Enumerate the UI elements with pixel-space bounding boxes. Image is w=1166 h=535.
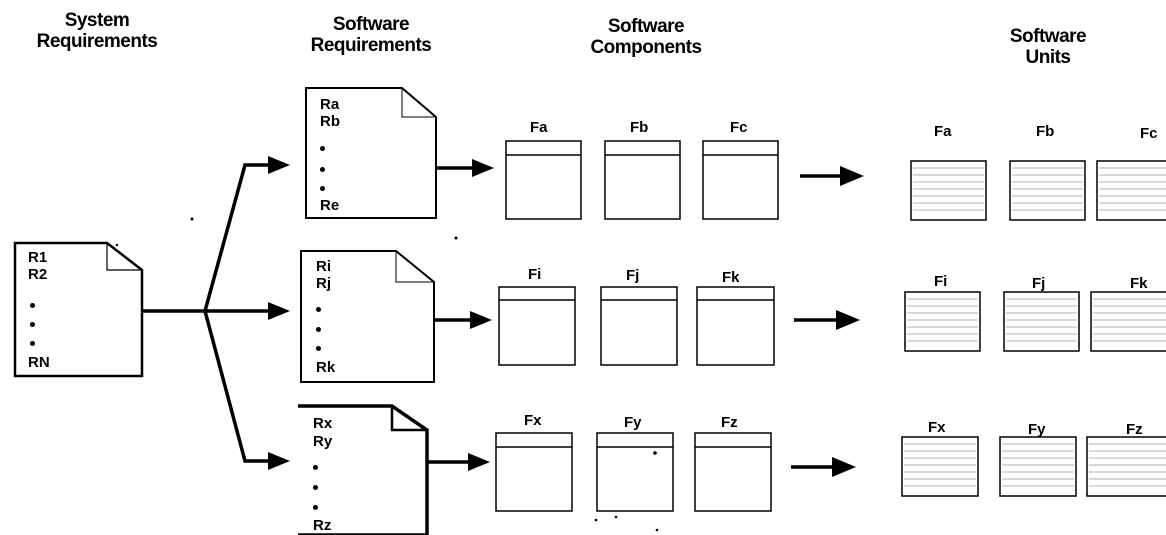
header-software-units: Software Units <box>978 26 1118 68</box>
ellipsis-dot <box>313 465 318 470</box>
scan-speckles <box>115 217 659 532</box>
header-line-2: Requirements <box>36 31 158 52</box>
ellipsis-dot <box>30 341 35 346</box>
software-req-last: Rz <box>313 517 332 534</box>
software-req-second: Ry <box>313 433 333 450</box>
software-req-first: Ra <box>320 96 340 113</box>
arrowhead-middle <box>268 302 290 320</box>
unit-label: Fb <box>1036 123 1055 140</box>
component-label: Fk <box>722 269 740 286</box>
system-requirements-document <box>13 241 144 378</box>
component-label: Fy <box>624 414 642 431</box>
ellipsis-dot <box>320 146 325 151</box>
component-label: Fi <box>528 266 542 283</box>
system-req-first: R1 <box>28 249 48 266</box>
unit-label: Fy <box>1028 421 1046 438</box>
system-req-last: RN <box>28 354 50 371</box>
arrowhead-bottom <box>268 452 290 470</box>
component-label: Fc <box>730 119 748 136</box>
system-doc-fold <box>106 243 142 271</box>
component-boxes <box>495 140 779 512</box>
header-line-1: Software <box>332 14 410 35</box>
header-line-1: Software <box>1009 26 1087 47</box>
ellipsis-dot <box>313 485 318 490</box>
unit-label: Fx <box>928 419 946 436</box>
ellipsis-dot <box>320 167 325 172</box>
header-line-2: Components <box>590 37 702 58</box>
software-req-first: Ri <box>316 258 331 275</box>
software-req-last: Rk <box>316 359 336 376</box>
software-doc-2 <box>300 250 435 383</box>
header-line-2: Requirements <box>310 35 432 56</box>
component-label: Fz <box>721 414 738 431</box>
ellipsis-dot <box>316 346 321 351</box>
header-line-2: Units <box>1025 47 1072 68</box>
component-label: Fb <box>630 119 649 136</box>
header-line-1: Software <box>607 16 685 37</box>
software-req-first: Rx <box>313 415 333 432</box>
unit-label: Fc <box>1140 125 1158 142</box>
ellipsis-dot <box>313 505 318 510</box>
header-software-requirements: Software Requirements <box>282 14 460 56</box>
header-software-components: Software Components <box>562 16 730 58</box>
unit-label: Fk <box>1130 275 1148 292</box>
component-label: Fj <box>626 267 640 284</box>
software-req-second: Rj <box>316 275 331 292</box>
arrowhead-top <box>268 156 290 174</box>
component-label: Fx <box>524 412 542 429</box>
software-req-last: Re <box>320 197 340 214</box>
component-label: Fa <box>530 119 548 136</box>
unit-label: Fz <box>1126 421 1143 438</box>
unit-label: Fj <box>1032 275 1046 292</box>
ellipsis-dot <box>30 303 35 308</box>
ellipsis-dot <box>316 307 321 312</box>
ellipsis-dot <box>320 186 325 191</box>
unit-label: Fi <box>934 273 948 290</box>
unit-label: Fa <box>934 123 952 140</box>
ellipsis-dot <box>30 322 35 327</box>
software-req-second: Rb <box>320 113 340 130</box>
system-req-second: R2 <box>28 266 48 283</box>
branch-arrows <box>142 163 268 463</box>
header-line-1: System <box>64 10 130 31</box>
unit-stripes <box>904 167 1166 487</box>
header-system-requirements: System Requirements <box>8 10 186 52</box>
unit-boxes <box>901 160 1166 497</box>
ellipsis-dot <box>316 327 321 332</box>
